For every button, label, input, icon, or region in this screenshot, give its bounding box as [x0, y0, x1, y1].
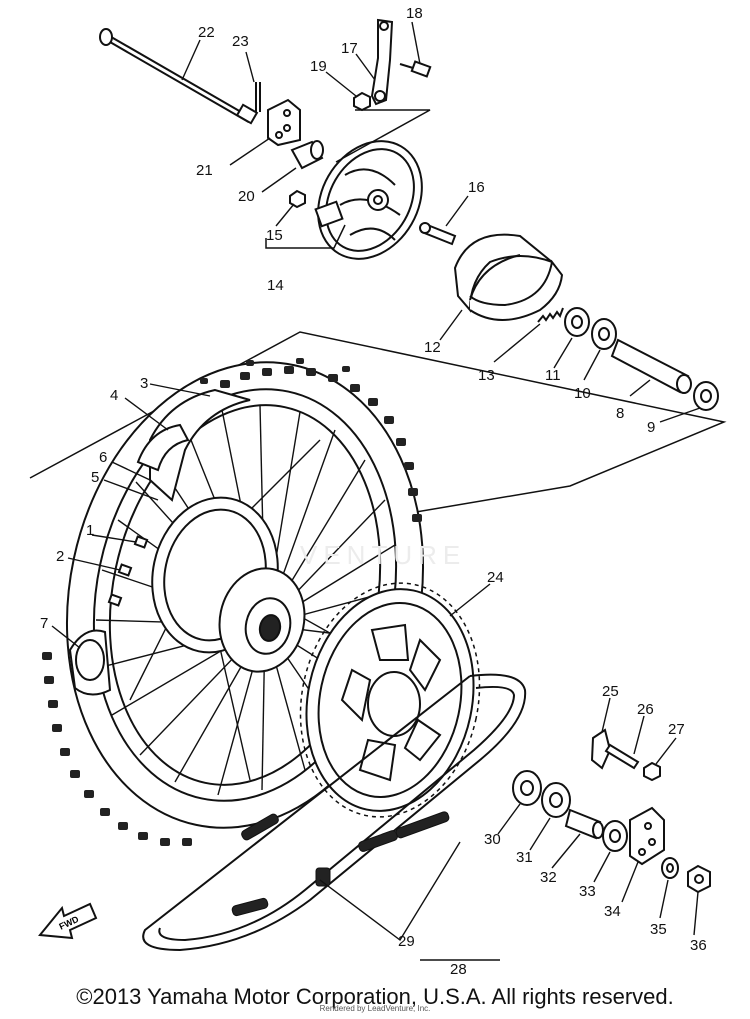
- bearing-31: [541, 782, 571, 818]
- tire-tread: [42, 358, 422, 846]
- part-label: 9: [647, 419, 655, 436]
- part-label: 2: [56, 548, 64, 565]
- part-label: 28: [450, 961, 467, 978]
- part-label: 6: [99, 449, 107, 466]
- part-label: 36: [690, 937, 707, 954]
- collar-20: [290, 140, 324, 170]
- leader-lines: [51, 21, 701, 961]
- cotter-pin: [255, 82, 261, 112]
- nut-15: [289, 189, 306, 209]
- oil-seal-9: [693, 381, 719, 411]
- part-label: 4: [110, 387, 118, 404]
- fwd-arrow-icon: [38, 902, 98, 940]
- part-label: 30: [484, 831, 501, 848]
- part-label: 16: [468, 179, 485, 196]
- spacer-8: [610, 338, 692, 394]
- chain-links: [231, 811, 450, 917]
- part-label: 34: [604, 903, 621, 920]
- bearing-11: [564, 307, 590, 337]
- part-label: 29: [398, 933, 415, 950]
- drive-chain: [142, 673, 527, 952]
- chain-puller: [590, 728, 612, 770]
- chain-adjuster-left: [267, 98, 301, 147]
- part-label: 8: [616, 405, 624, 422]
- part-label: 20: [238, 188, 255, 205]
- part-label: 33: [579, 883, 596, 900]
- axle-nut-36: [687, 864, 711, 894]
- brake-shoes: [453, 233, 564, 321]
- nut-19: [353, 91, 371, 112]
- part-label: 7: [40, 615, 48, 632]
- part-label: 25: [602, 683, 619, 700]
- tube-section: [68, 629, 112, 696]
- cam-lever: [370, 18, 394, 106]
- part-label: 26: [637, 701, 654, 718]
- bolt-18: [399, 60, 432, 78]
- part-label: 35: [650, 921, 667, 938]
- camshaft: [419, 222, 457, 246]
- part-label: 1: [86, 522, 94, 539]
- rendered-by-text: Rendered by LeadVenture, Inc.: [319, 1004, 431, 1013]
- oil-seal-33: [602, 820, 628, 852]
- part-label: 32: [540, 869, 557, 886]
- part-label: 5: [91, 469, 99, 486]
- part-label: 14: [267, 277, 284, 294]
- part-label: 27: [668, 721, 685, 738]
- copyright-text: ©2013 Yamaha Motor Corporation, U.S.A. A…: [76, 984, 674, 1009]
- collar-32: [564, 808, 604, 840]
- part-label: 13: [478, 367, 495, 384]
- part-label: 18: [406, 5, 423, 22]
- part-label: 24: [487, 569, 504, 586]
- part-label: 21: [196, 162, 213, 179]
- part-label: 3: [140, 375, 148, 392]
- part-label: 22: [198, 24, 215, 41]
- part-label: 19: [310, 58, 327, 75]
- brake-spring: [537, 307, 564, 323]
- part-label: 17: [341, 40, 358, 57]
- rear-axle: [99, 28, 259, 125]
- spoke-nipples: [107, 535, 149, 607]
- bearing-10: [591, 318, 617, 350]
- part-label: 11: [545, 367, 561, 384]
- washer-35: [661, 857, 679, 879]
- nut-27: [643, 761, 661, 782]
- part-labels: 1 2 3 4 5 6 7 8 9 10 11 12 13 14 15 16 1…: [40, 5, 707, 978]
- part-label: 23: [232, 33, 249, 50]
- brake-shoe-plate: [314, 140, 423, 260]
- chain-adjuster-right: [629, 806, 665, 866]
- bearing-30: [512, 770, 542, 806]
- part-label: 31: [516, 849, 533, 866]
- part-label: 12: [424, 339, 441, 356]
- wheel-hub: [151, 496, 306, 673]
- rim-band: [136, 388, 251, 502]
- watermark: VENTURE: [300, 540, 467, 570]
- rear-sprocket: [305, 588, 475, 812]
- sprocket-teeth: [299, 582, 481, 818]
- part-label: 10: [574, 385, 591, 402]
- part-label: 15: [266, 227, 283, 244]
- adjusting-bolt: [604, 743, 640, 770]
